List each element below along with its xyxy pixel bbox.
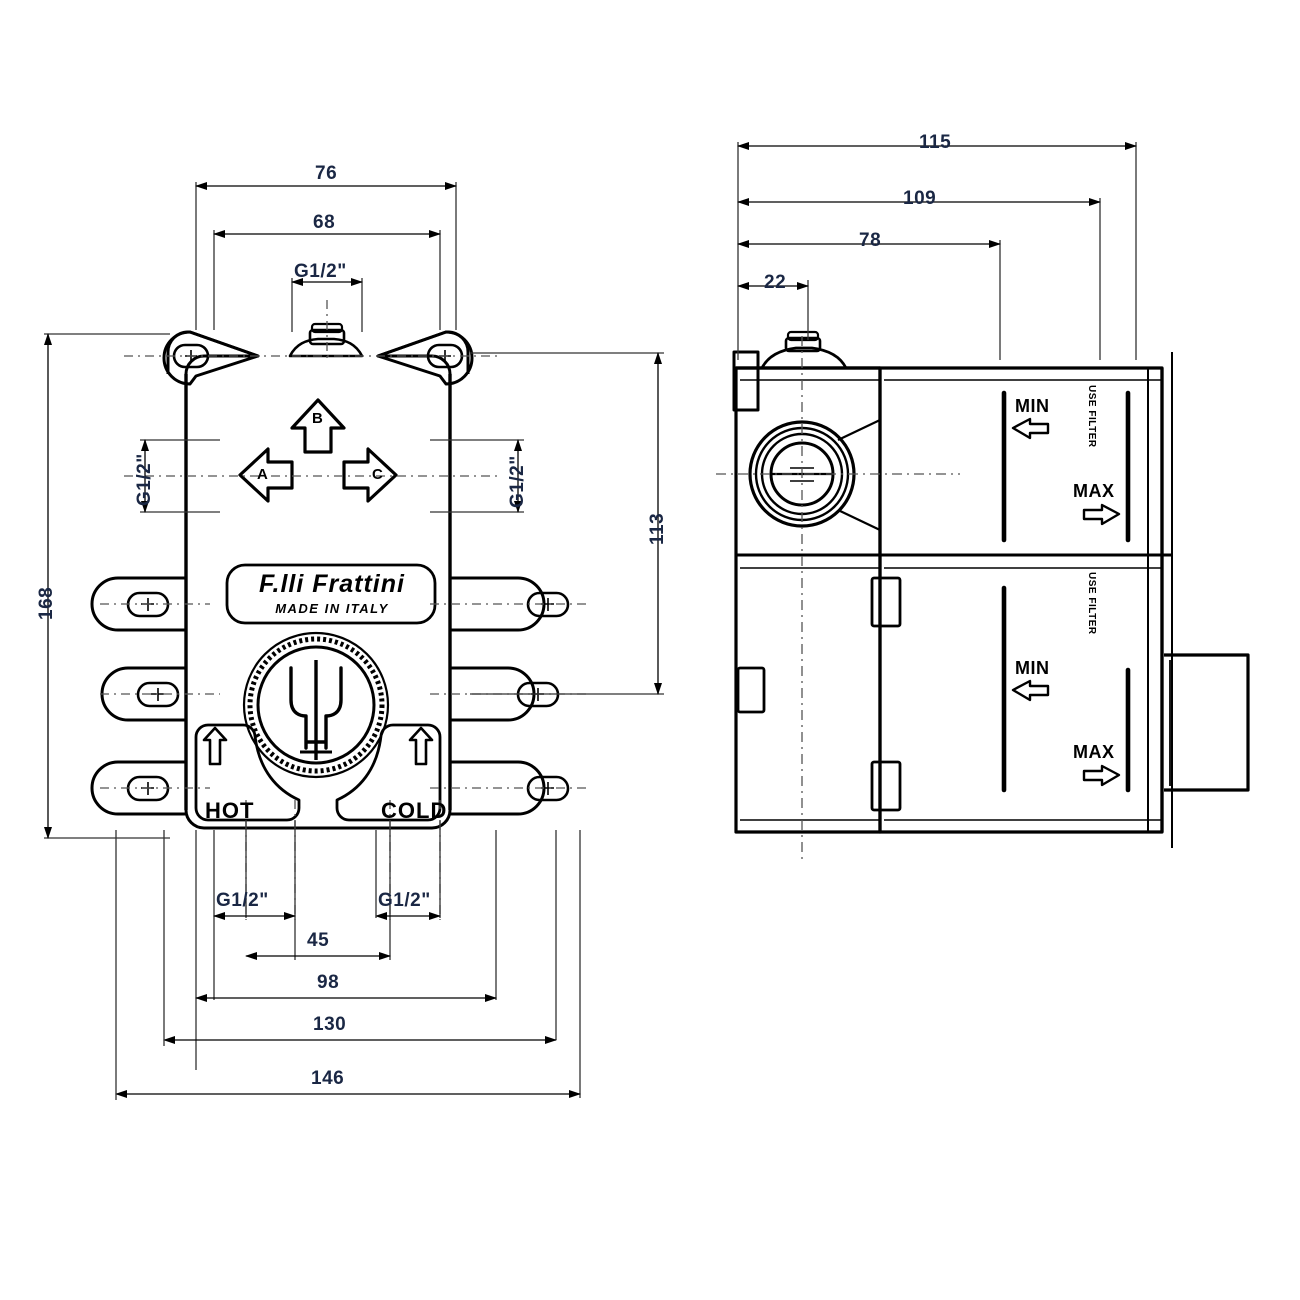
dim-g12-right: G1/2" (507, 455, 528, 508)
dim-g12-cold: G1/2" (378, 890, 431, 911)
side-tab-b (870, 760, 902, 812)
min-arrow-1 (1011, 417, 1050, 440)
side-left-flange (732, 350, 760, 412)
port-arrow-label-c: C (372, 466, 383, 483)
side-dimension-lines (737, 142, 1137, 360)
port-arrow-label-a: A (257, 466, 268, 483)
filter-note-1: USE FILTER (1086, 385, 1097, 448)
dim-146: 146 (311, 1068, 345, 1089)
cartridge-rosette (242, 631, 390, 779)
side-right-outlet-stub (1164, 653, 1250, 792)
max-label-2: MAX (1073, 742, 1115, 762)
side-tab-a (870, 576, 902, 628)
brand-plate (225, 563, 437, 625)
hot-inlet-pocket (194, 723, 301, 822)
port-arrow-a-left (238, 447, 294, 503)
side-tab-c (736, 666, 766, 714)
port-arrow-c-right (342, 447, 398, 503)
min-label-2: MIN (1015, 658, 1050, 678)
max-arrow-1 (1082, 503, 1121, 526)
dim-168: 168 (36, 586, 57, 620)
max-label-1: MAX (1073, 481, 1115, 501)
dim-113: 113 (647, 512, 668, 545)
max-arrow-2 (1082, 764, 1121, 787)
min-arrow-2 (1011, 679, 1050, 702)
brand-origin: MADE IN ITALY (275, 601, 389, 616)
port-arrow-label-b: B (312, 410, 323, 427)
dim-22: 22 (764, 272, 787, 293)
dim-78: 78 (859, 230, 882, 251)
dim-76: 76 (315, 163, 338, 184)
dim-130: 130 (313, 1014, 347, 1035)
filter-note-2: USE FILTER (1086, 572, 1097, 635)
cold-inlet-pocket (335, 723, 442, 822)
front-dimension-lines (44, 182, 664, 1100)
side-top-boss (760, 330, 848, 370)
cold-label: COLD (381, 798, 448, 823)
dim-g12-left: G1/2" (134, 453, 155, 506)
min-label-1: MIN (1015, 396, 1050, 416)
side-view-centerlines (716, 336, 960, 860)
dim-109: 109 (903, 188, 937, 209)
dim-g12-hot: G1/2" (216, 890, 269, 911)
dim-98: 98 (317, 972, 340, 993)
hot-label: HOT (205, 798, 255, 823)
dim-115: 115 (919, 132, 952, 153)
dim-g12-top: G1/2" (294, 261, 347, 282)
side-view (732, 330, 1250, 848)
port-arrow-b-up (290, 398, 346, 454)
front-view (90, 322, 570, 830)
brand-name: F.lli Frattini (259, 570, 405, 598)
dim-68: 68 (313, 212, 336, 233)
dim-45: 45 (307, 930, 330, 951)
